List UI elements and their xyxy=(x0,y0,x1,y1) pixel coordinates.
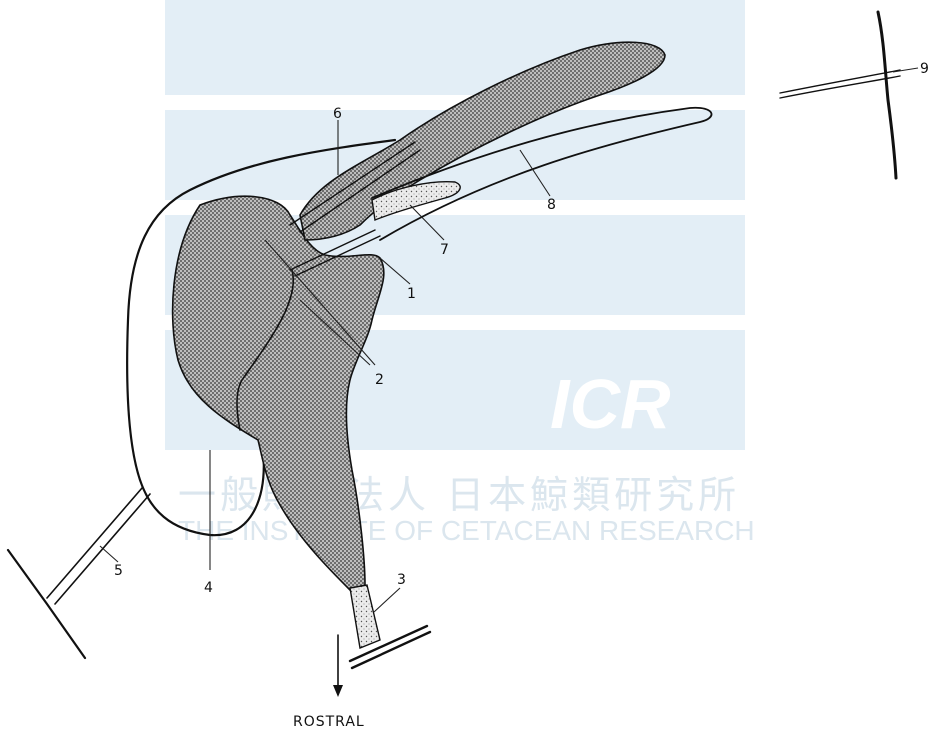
label-2: 2 xyxy=(375,372,384,388)
label-5: 5 xyxy=(114,563,123,579)
structure-9 xyxy=(780,70,900,98)
stalk-3 xyxy=(350,585,380,648)
label-1: 1 xyxy=(407,286,416,302)
rostral-arrow-head xyxy=(333,685,343,697)
watermark-name-en: THE INSTITUTE OF CETACEAN RESEARCH xyxy=(178,515,755,546)
label-6: 6 xyxy=(333,106,342,122)
vessel-5 xyxy=(47,488,150,604)
rostral-arrow xyxy=(333,635,343,697)
leader-3 xyxy=(374,588,400,612)
bone-right xyxy=(878,12,896,178)
label-9: 9 xyxy=(920,61,929,77)
label-8: 8 xyxy=(547,197,556,213)
label-4: 4 xyxy=(204,580,213,596)
leader-5 xyxy=(100,546,118,562)
label-7: 7 xyxy=(440,242,449,258)
label-3: 3 xyxy=(397,572,406,588)
direction-label-rostral: ROSTRAL xyxy=(293,714,365,730)
watermark-logo: ICR xyxy=(550,365,671,443)
